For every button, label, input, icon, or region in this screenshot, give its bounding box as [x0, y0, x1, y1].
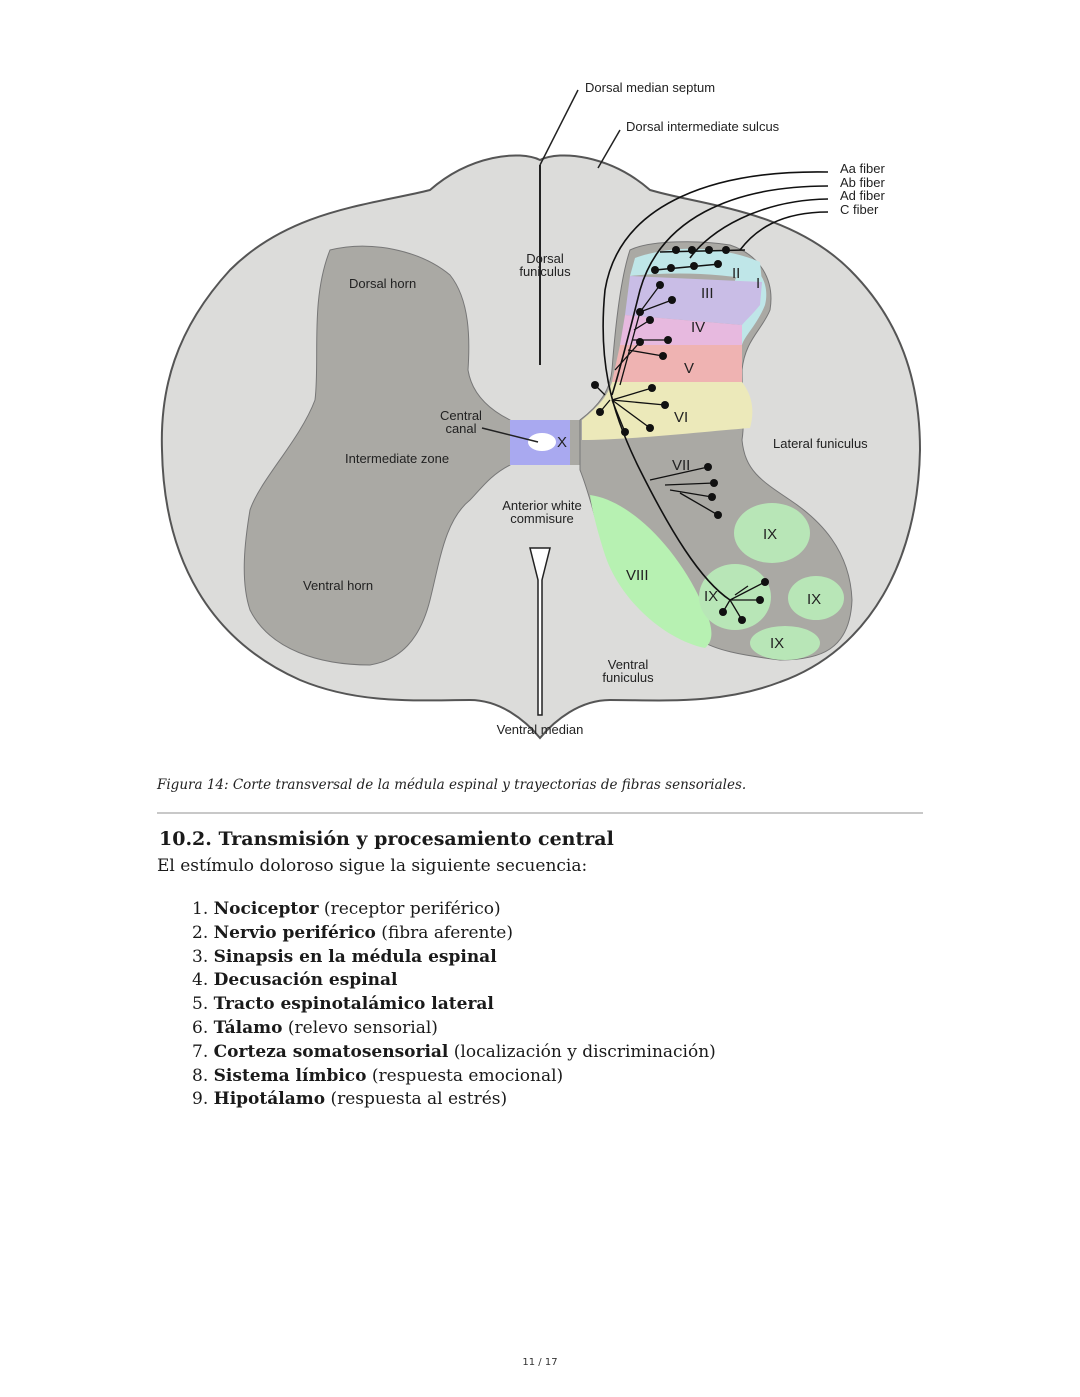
fiber-branches-VI — [594, 384, 666, 433]
label-dorsal-funiculus: Dorsal — [526, 251, 564, 266]
list-item: 3. Sinapsis en la médula espinal — [192, 946, 716, 970]
lamina-label-IX-a: IX — [763, 526, 777, 543]
label-fiber-c: C fiber — [840, 202, 879, 217]
list-term: Sistema límbico — [213, 1065, 367, 1086]
list-detail: (receptor periférico) — [318, 899, 501, 919]
list-detail: (localización y discriminación) — [448, 1041, 716, 1062]
leader-sulcus — [597, 129, 621, 169]
lamina-V — [612, 345, 742, 382]
label-ventral-funiculus: Ventral — [608, 657, 649, 672]
lamina-label-IX-c: IX — [807, 591, 821, 608]
list-term: Tálamo — [213, 1017, 283, 1038]
label-intermediate-zone: Intermediate zone — [345, 451, 449, 466]
list-number: 3. — [192, 946, 209, 967]
label-fiber-ab: Ab fiber — [840, 175, 885, 190]
list-detail: (respuesta emocional) — [366, 1065, 564, 1086]
fiber-terminal — [654, 263, 721, 271]
lamina-label-IX-b: IX — [704, 588, 718, 605]
ventral-median-fissure — [529, 547, 551, 716]
label-fiber-aa: Aa fiber — [840, 161, 885, 176]
label-central-canal: Central — [440, 408, 482, 423]
list-item: 7. Corteza somatosensorial (localización… — [192, 1041, 716, 1065]
list-number: 6. — [192, 1017, 209, 1038]
lamina-VIII — [590, 495, 712, 648]
list-item: 2. Nervio periférico (fibra aferente) — [192, 922, 716, 946]
list-item: 1. Nociceptor (receptor periférico) — [192, 898, 716, 922]
fiber-terminal-dots — [591, 246, 769, 624]
pain-pathway-list: 1. Nociceptor (receptor periférico) 2. N… — [192, 898, 716, 1112]
spinal-cord-figure: Dorsal median septum Dorsal intermediate… — [150, 80, 930, 745]
list-number: 7. — [192, 1041, 209, 1062]
central-canal — [528, 433, 556, 451]
list-number: 8. — [192, 1065, 209, 1086]
list-term: Corteza somatosensorial — [213, 1041, 449, 1062]
list-number: 9. — [192, 1089, 209, 1110]
lamina-label-I: I — [756, 275, 760, 292]
lamina-label-IV: IV — [691, 319, 705, 336]
fiber-c-path — [739, 211, 829, 251]
list-term: Nociceptor — [213, 899, 319, 919]
section-heading: 10.2. Transmisión y procesamiento centra… — [159, 828, 614, 850]
label-ventral-funiculus-2: funiculus — [602, 670, 654, 685]
label-central-canal-2: canal — [445, 421, 476, 436]
spinal-cord-diagram: Dorsal median septum Dorsal intermediate… — [160, 80, 922, 740]
list-item: 8. Sistema límbico (respuesta emocional) — [192, 1065, 716, 1089]
label-dorsal-horn: Dorsal horn — [349, 276, 416, 291]
fiber-ad-path — [689, 198, 829, 259]
list-item: 6. Tálamo (relevo sensorial) — [192, 1017, 716, 1041]
fiber-ab-path — [611, 185, 829, 396]
label-dorsal-intermediate-sulcus: Dorsal intermediate sulcus — [626, 119, 780, 134]
list-number: 4. — [192, 970, 209, 991]
leader-septum — [539, 89, 579, 166]
list-detail: (relevo sensorial) — [282, 1017, 438, 1038]
label-ventral-median: Ventral median — [497, 722, 584, 737]
lamina-IX-d — [750, 626, 820, 660]
section-intro: El estímulo doloroso sigue la siguiente … — [157, 856, 588, 876]
lamina-label-IX-d: IX — [770, 635, 784, 652]
fiber-aa-path — [602, 171, 829, 601]
list-term: Nervio periférico — [213, 922, 376, 943]
list-item: 9. Hipotálamo (respuesta al estrés) — [192, 1088, 716, 1112]
lamina-IX-a — [734, 503, 810, 563]
list-term: Hipotálamo — [213, 1089, 326, 1110]
list-number: 2. — [192, 922, 209, 943]
fiber-branches-IX — [722, 581, 766, 621]
lamina-label-X: X — [557, 434, 567, 451]
list-item: 5. Tracto espinotalámico lateral — [192, 993, 716, 1017]
list-number: 5. — [192, 994, 209, 1015]
list-detail: (respuesta al estrés) — [325, 1089, 508, 1110]
label-anterior-white-commisure: Anterior white — [502, 498, 581, 513]
lamina-label-II: II — [732, 265, 740, 282]
lamina-label-III: III — [701, 285, 714, 302]
gray-matter-left — [243, 245, 511, 666]
label-ventral-horn: Ventral horn — [303, 578, 373, 593]
lamina-label-V: V — [684, 360, 694, 377]
label-fiber-ad: Ad fiber — [840, 188, 885, 203]
list-term: Decusación espinal — [213, 970, 398, 991]
list-number: 1. — [192, 899, 209, 919]
list-item: 4. Decusación espinal — [192, 969, 716, 993]
lamina-label-VI: VI — [674, 409, 688, 426]
lamina-label-VIII: VIII — [626, 567, 649, 584]
list-term: Sinapsis en la médula espinal — [213, 946, 497, 967]
figure-caption: Figura 14: Corte transversal de la médul… — [157, 777, 747, 793]
list-detail: (fibra aferente) — [375, 922, 513, 943]
lamina-label-VII: VII — [672, 457, 690, 474]
lamina-IX-c — [788, 576, 844, 620]
list-term: Tracto espinotalámico lateral — [213, 994, 494, 1015]
divider — [157, 812, 923, 814]
page-number: 11 / 17 — [522, 1357, 558, 1368]
label-dorsal-funiculus-2: funiculus — [519, 264, 571, 279]
leader-central-canal — [481, 427, 539, 443]
label-lateral-funiculus: Lateral funiculus — [773, 436, 868, 451]
label-dorsal-median-septum: Dorsal median septum — [585, 80, 715, 95]
label-anterior-white-commisure-2: commisure — [510, 511, 574, 526]
fiber-branches-dorsal — [614, 284, 673, 386]
fiber-branches-VII — [649, 466, 719, 516]
